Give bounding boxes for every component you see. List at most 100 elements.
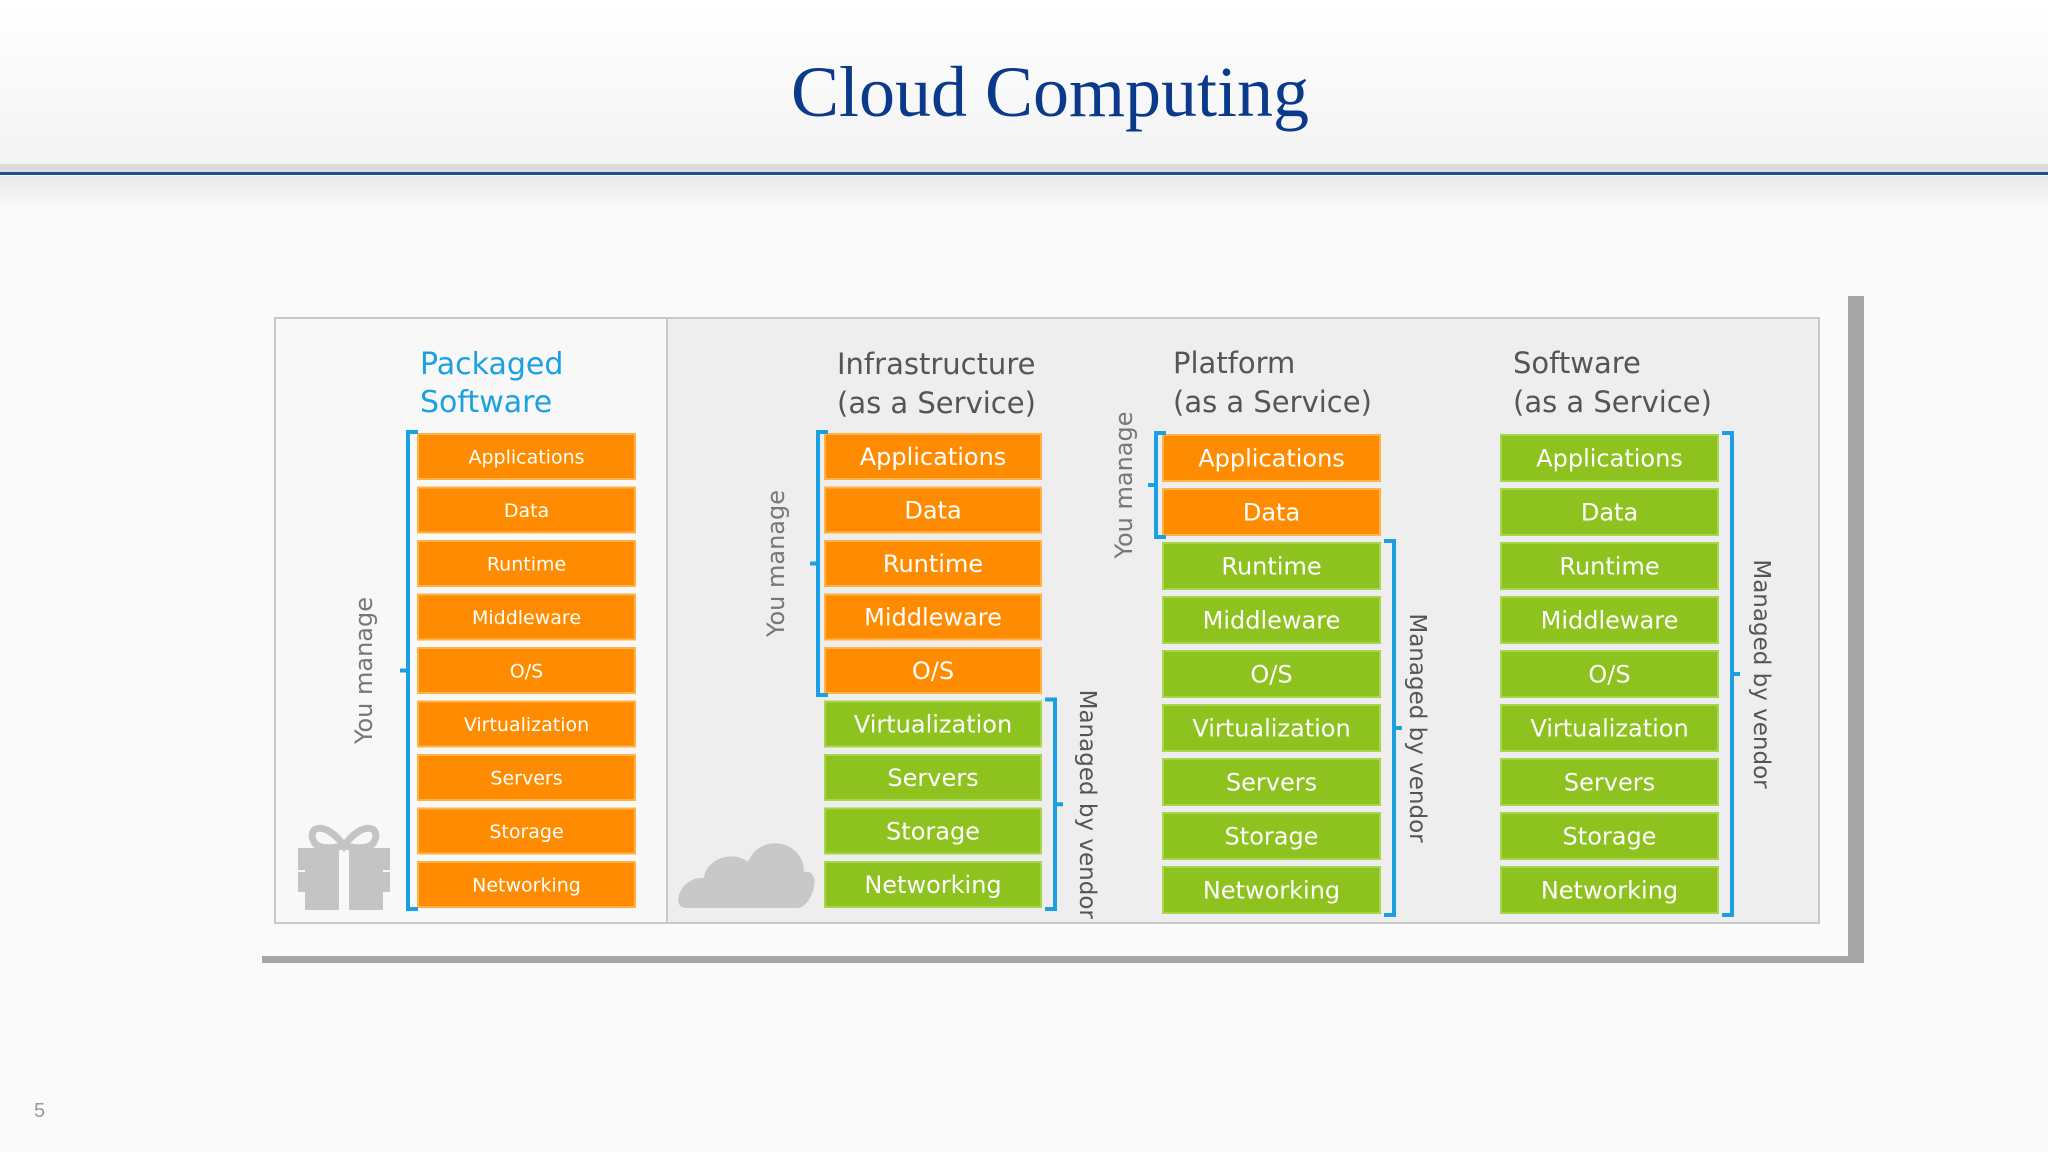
stack-box [1162,758,1381,806]
gift-icon-bow [308,824,380,853]
stack-box [1162,488,1381,536]
column-title-line1: Software [1513,346,1641,380]
stack-box-label: Runtime [1221,553,1321,581]
stack-box-label: Networking [1203,877,1340,905]
stack-box [417,754,636,801]
stack-box [417,433,636,480]
you-manage-label: You manage [762,490,790,638]
stack-box-label: Runtime [883,550,983,578]
managed-by-vendor-bracket [1045,697,1063,911]
stack-box [1162,704,1381,752]
stack-box-label: Virtualization [1530,715,1688,743]
column-title-line2: (as a Service) [1173,385,1372,419]
stack-box [1162,596,1381,644]
cloud-icon [678,843,815,909]
stack-box-label: Servers [1226,769,1317,797]
column-title-line2: (as a Service) [837,386,1036,420]
stack-box-label: Applications [860,443,1007,471]
stack-box [417,807,636,855]
stack-box [417,486,636,534]
stack-box [824,754,1042,801]
stack-box-label: Networking [1541,877,1678,905]
stack-box [1162,650,1381,698]
header-rule-band [0,164,2048,174]
column-title-line1: Platform [1173,346,1295,380]
stack-box-label: Virtualization [1192,715,1350,743]
stack-box-label: Storage [1563,823,1657,851]
stack-box-label: Runtime [487,553,566,575]
stack-box-label: Servers [887,764,978,792]
you-manage-label: You manage [1110,412,1138,560]
stack-box [1500,704,1719,752]
stack-box-label: Middleware [472,607,581,629]
stack-box [1162,866,1381,914]
stack-box [1500,812,1719,860]
stack-box-label: Networking [864,871,1001,899]
stack-box-label: Virtualization [854,711,1012,739]
stack-box [824,807,1042,855]
stack-box [1500,650,1719,698]
stack-box [1500,542,1719,590]
stack-box-label: Data [1581,499,1638,527]
you-manage-bracket [1148,431,1166,539]
stack-box-label: Servers [1564,769,1655,797]
stack-box [1500,866,1719,914]
stack-box-label: Networking [472,874,581,896]
stack-box [417,647,636,694]
stack-box [824,700,1042,748]
column-title-line1: Packaged [420,347,563,382]
stack-box [1162,542,1381,590]
stack-box-label: Applications [1198,445,1345,473]
stack-box [824,593,1042,641]
stack-box [1500,434,1719,482]
you-manage-label: You manage [350,597,378,745]
column-title-line2: (as a Service) [1513,385,1712,419]
stack-box [824,540,1042,587]
stack-box [824,861,1042,908]
stack-box [824,486,1042,534]
frame-shadow-bottom [262,956,1864,963]
stack-box-label: Applications [468,446,584,468]
stack-box [1500,488,1719,536]
stack-box [1162,434,1381,482]
stack-box-label: Storage [1225,823,1319,851]
stack-box [417,700,636,748]
you-manage-bracket [810,430,828,697]
stack-box-label: Runtime [1559,553,1659,581]
you-manage-bracket [400,430,418,911]
slide-title: Cloud Computing [790,52,1310,132]
stack-box [824,647,1042,694]
stack-box-label: Storage [886,818,980,846]
column-title-line1: Infrastructure [837,347,1035,381]
gift-icon-ribbon [339,848,349,910]
stack-box [824,433,1042,480]
frame-shadow-right [1848,296,1864,962]
managed-by-vendor-label: Managed by vendor [1074,690,1100,920]
stack-box-label: Data [1243,499,1300,527]
managed-by-vendor-bracket [1722,431,1740,917]
managed-by-vendor-label: Managed by vendor [1748,559,1774,789]
column-title-line2: Software [420,385,552,420]
stack-box [417,593,636,641]
stack-box-label: Virtualization [464,714,589,736]
slide-header [0,0,2048,168]
stack-box-label: O/S [510,660,543,682]
header-rule-line [0,172,2048,175]
slide-number: 5 [34,1100,46,1122]
stack-box-label: O/S [1588,661,1630,689]
managed-by-vendor-bracket [1384,539,1402,917]
stack-box [1500,758,1719,806]
header-rule-shade [0,176,2048,204]
stack-box-label: Middleware [1203,607,1341,635]
stack-box [1162,812,1381,860]
stack-box-label: O/S [1250,661,1292,689]
stack-box-label: Data [504,500,549,522]
stack-box-label: Middleware [1541,607,1679,635]
stack-box-label: Data [904,497,961,525]
stack-box-label: Servers [490,767,562,789]
stack-box [1500,596,1719,644]
stack-box-label: Storage [489,821,563,843]
stack-box-label: Applications [1536,445,1683,473]
stack-box [417,861,636,908]
